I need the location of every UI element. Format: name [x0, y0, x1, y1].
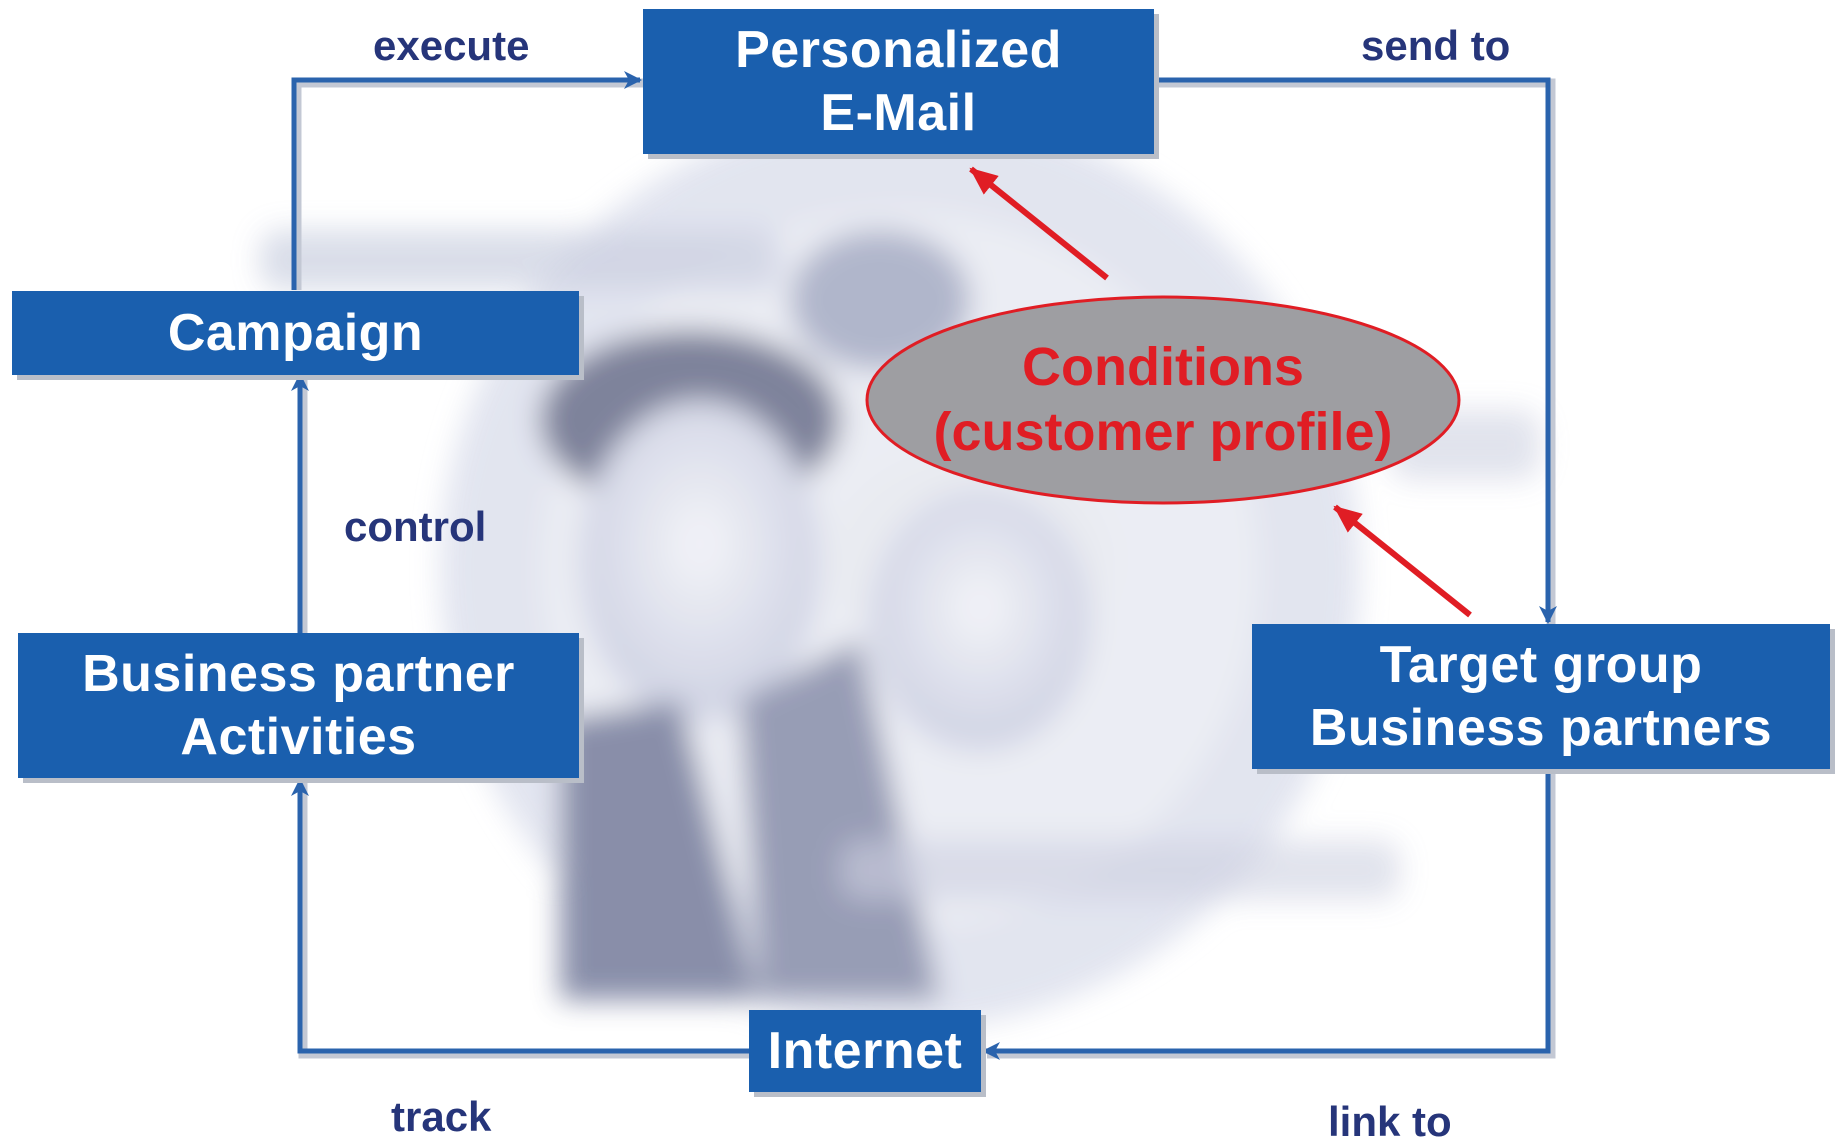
business-partner-activities-line-2: Activities	[180, 707, 417, 766]
conditions-ellipse	[865, 295, 1461, 505]
personalized-email-line-2: E-Mail	[820, 83, 977, 142]
edge-label-control: control	[344, 503, 487, 550]
target-group-box: Target group Business partners	[1252, 624, 1830, 769]
conditions-text: Conditions (customer profile)	[867, 297, 1459, 503]
target-group-line-1: Target group	[1379, 636, 1703, 695]
campaign-box: Campaign	[12, 291, 579, 375]
edge-label-send-to: send to	[1361, 22, 1511, 69]
personalized-email-box: Personalized E-Mail	[643, 9, 1154, 154]
conditions-to-email-arrow	[969, 166, 1109, 281]
campaign-label: Campaign	[167, 303, 424, 362]
conditions-line-2: (customer profile)	[933, 402, 1393, 462]
personalized-email-line-1: Personalized	[735, 21, 1062, 80]
internet-label: Internet	[767, 1021, 963, 1080]
edge-label-link-to: link to	[1328, 1098, 1452, 1145]
target-group-to-conditions-arrow	[1333, 504, 1472, 618]
internet-box: Internet	[749, 1010, 981, 1092]
business-partner-activities-box: Business partner Activities	[18, 633, 579, 778]
target-group-line-2: Business partners	[1309, 698, 1773, 757]
edge-label-track: track	[391, 1093, 492, 1140]
edge-send-to	[1157, 78, 1556, 625]
business-partner-activities-line-1: Business partner	[82, 645, 515, 704]
edge-execute	[292, 78, 643, 290]
edge-track	[298, 783, 752, 1059]
edge-label-execute: execute	[373, 22, 530, 69]
edge-link-to	[987, 773, 1556, 1059]
conditions-line-1: Conditions	[1022, 337, 1304, 398]
